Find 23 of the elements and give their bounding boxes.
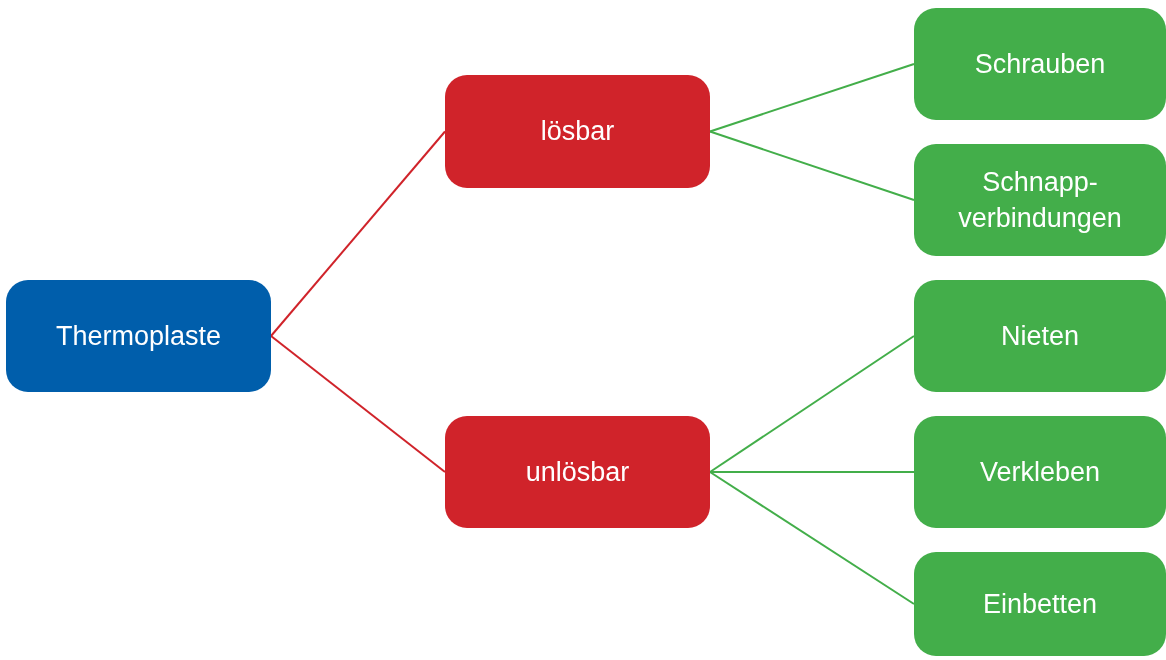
connector-line [709, 130, 915, 201]
node-label: unlösbar [525, 455, 630, 489]
connector-line [270, 335, 446, 473]
node-label: Schnapp- verbindungen [957, 165, 1123, 235]
method-box [914, 416, 1166, 528]
method-box [914, 144, 1166, 256]
connector-line [270, 130, 446, 337]
root-box [6, 280, 271, 392]
category-box [445, 75, 710, 188]
node-label: Einbetten [982, 587, 1098, 621]
connector-line [709, 471, 915, 605]
node-label: Thermoplaste [55, 319, 222, 353]
method-box [914, 8, 1166, 120]
node-label: Nieten [1000, 319, 1079, 353]
node-label: lösbar [540, 115, 615, 149]
method-box [914, 280, 1166, 392]
connector-line [709, 63, 915, 133]
node-label: Verkleben [979, 455, 1101, 489]
node-label: Schrauben [974, 47, 1106, 81]
connector-line [709, 335, 915, 473]
category-box [445, 416, 710, 528]
method-box [914, 552, 1166, 656]
connector-line [709, 471, 915, 473]
